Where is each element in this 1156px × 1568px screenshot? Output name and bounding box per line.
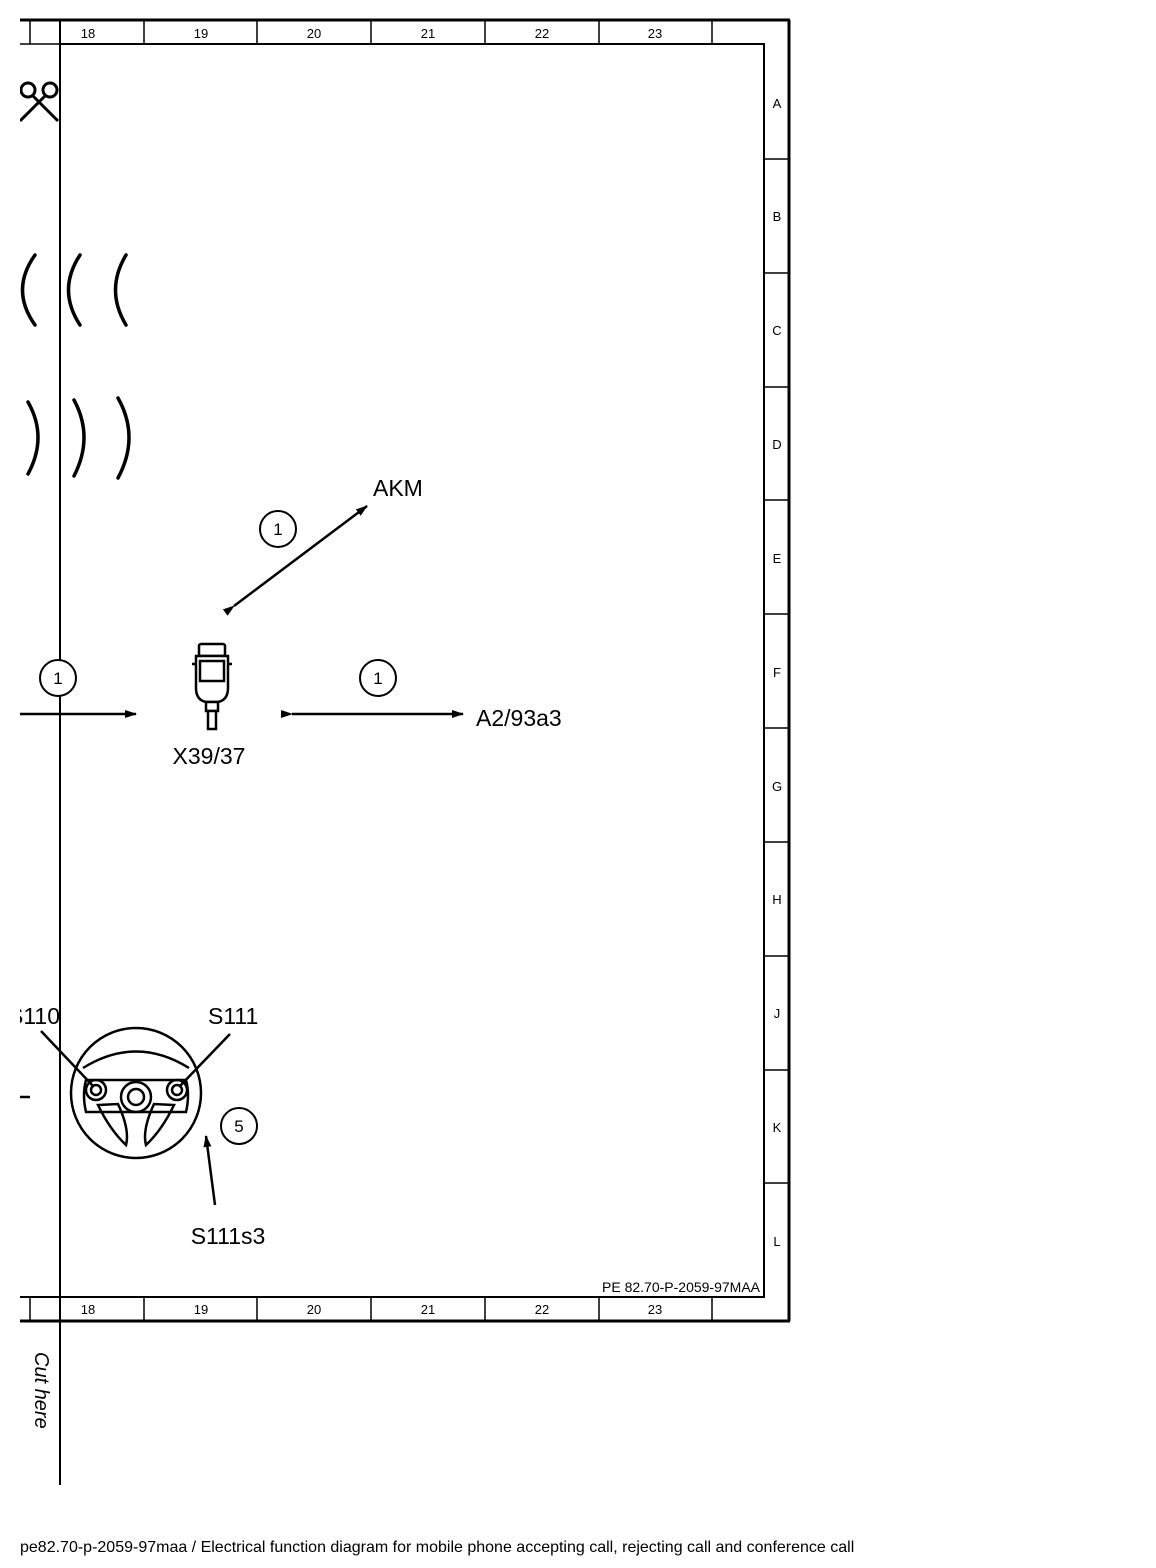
steering-wheel-icon <box>69 1026 203 1160</box>
grid-col-label: 18 <box>81 1302 95 1317</box>
grid-row-label: H <box>772 892 781 907</box>
grid-row-label: B <box>773 209 782 224</box>
grid-col-label: 21 <box>421 26 435 41</box>
circled-number: 1 <box>53 669 62 688</box>
grid-rows: A B C D E F G H J K L <box>772 96 782 1249</box>
akm-link: 1 AKM <box>222 475 423 616</box>
left-switch-label: S110 <box>8 1003 60 1029</box>
control-unit-label: A2/93a3 <box>476 705 562 731</box>
grid-col-label: 23 <box>648 26 662 41</box>
control-unit-link: 1 A2/93a3 <box>281 659 562 731</box>
grid-row-label: G <box>772 779 782 794</box>
grid-col-label: 22 <box>535 1302 549 1317</box>
grid-row-label: D <box>772 437 781 452</box>
scissors-icon <box>20 81 60 123</box>
drawing-frame <box>20 18 791 1485</box>
document-code: PE 82.70-P-2059-97MAA <box>602 1279 761 1295</box>
cut-here-label: Cut here <box>30 1352 52 1429</box>
grid-row-label: L <box>773 1234 780 1249</box>
grid-columns-top: 18 19 20 21 22 23 <box>81 26 662 41</box>
grid-col-label: 23 <box>648 1302 662 1317</box>
grid-col-label: 20 <box>307 26 321 41</box>
figure-caption: pe82.70-p-2059-97maa / Electrical functi… <box>20 1539 855 1556</box>
grid-col-label: 19 <box>194 1302 208 1317</box>
connector-icon <box>192 642 232 731</box>
steering-switch-label: S111s3 <box>191 1223 266 1249</box>
grid-columns-bottom: 18 19 20 21 22 23 <box>81 1302 662 1317</box>
grid-col-label: 21 <box>421 1302 435 1317</box>
connector-label: X39/37 <box>173 743 246 769</box>
right-switch-label: S111 <box>208 1003 258 1029</box>
grid-row-label: E <box>773 551 782 566</box>
grid-row-label: A <box>773 96 782 111</box>
circled-number: 1 <box>273 520 282 539</box>
akm-label: AKM <box>373 475 423 501</box>
steering-marker: 5 <box>220 1107 258 1145</box>
circled-number: 1 <box>373 669 382 688</box>
leader-line <box>40 1030 95 1088</box>
grid-row-label: C <box>772 323 781 338</box>
grid-row-label: F <box>773 665 781 680</box>
grid-col-label: 18 <box>81 26 95 41</box>
grid-col-label: 19 <box>194 26 208 41</box>
grid-col-label: 22 <box>535 26 549 41</box>
circled-number: 5 <box>234 1117 243 1136</box>
steering-switch-arrow <box>203 1135 217 1206</box>
radio-waves-icon <box>20 253 131 480</box>
left-link: 1 <box>20 659 137 718</box>
grid-row-label: K <box>773 1120 782 1135</box>
grid-row-label: J <box>774 1006 781 1021</box>
leader-line <box>178 1033 231 1088</box>
grid-col-label: 20 <box>307 1302 321 1317</box>
